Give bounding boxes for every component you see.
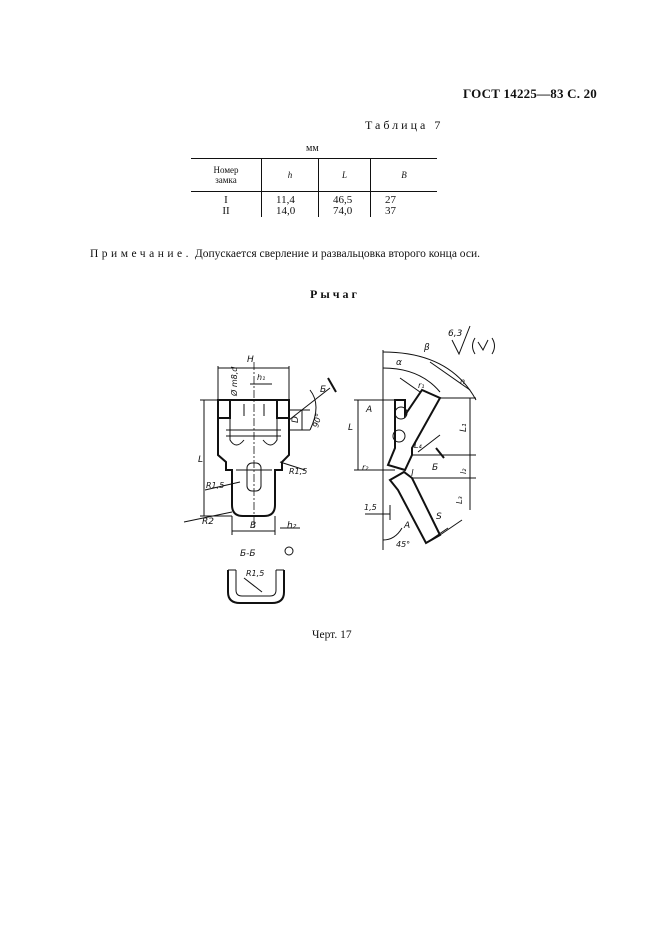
label-R15-right: R1,5 — [289, 467, 307, 476]
cell-L: 74,0 — [318, 206, 371, 217]
figure-caption: Черт. 17 — [312, 629, 352, 641]
cell-h: 11,4 — [261, 191, 319, 206]
label-L3: L₃ — [455, 496, 464, 504]
label-R15-left: R1,5 — [206, 481, 224, 490]
label-h1: h₁ — [257, 373, 265, 382]
label-section-view: Б-Б — [240, 549, 256, 559]
side-view — [354, 325, 495, 550]
label-L-right: L — [348, 423, 353, 433]
table-row: II 14,0 74,0 37 — [191, 206, 437, 217]
label-l: l — [411, 469, 414, 479]
section-title: Рычаг — [310, 287, 360, 301]
header-L: L — [318, 158, 371, 192]
label-angle45: 45° — [396, 540, 410, 549]
cell-B: 37 — [370, 206, 437, 217]
label-alpha: α — [396, 358, 402, 368]
label-dim15: 1,5 — [364, 503, 377, 512]
label-roughness: 6,3 — [448, 329, 463, 339]
label-n: n — [460, 377, 465, 386]
cell-h: 14,0 — [261, 206, 319, 217]
label-l2: l₂ — [459, 468, 468, 474]
label-d: Ø m8,d — [229, 366, 239, 397]
table-caption: Таблица 7 — [365, 118, 444, 132]
cell-B: 27 — [370, 191, 437, 206]
label-R15-section: R1,5 — [246, 569, 264, 578]
cell-num: I — [224, 194, 228, 206]
label-A-top: A — [365, 405, 372, 415]
page-header: ГОСТ 14225—83 С. 20 — [463, 86, 597, 101]
note-label: Примечание. — [90, 248, 192, 260]
label-R2: R2 — [202, 517, 214, 527]
cell-num: II — [222, 205, 230, 217]
label-section-mark: Б — [320, 385, 326, 395]
label-L-left: L — [198, 455, 203, 465]
cell-L: 46,5 — [318, 191, 371, 206]
label-D: D — [291, 416, 301, 423]
label-A-bottom: A — [403, 521, 410, 531]
label-beta: β — [423, 343, 430, 353]
label-L4: L₄ — [414, 441, 422, 450]
label-H: H — [247, 355, 254, 365]
note-text: Допускается сверление и развальцовка вто… — [191, 248, 480, 260]
header-h: h — [261, 158, 319, 192]
label-B: B — [250, 521, 256, 531]
label-angle90: 90° — [311, 412, 323, 428]
header-B: B — [370, 158, 437, 192]
header-lock-number-line2: замка — [215, 175, 237, 185]
note: Примечание. Допускается сверление и разв… — [90, 248, 480, 260]
label-r1: r₁ — [418, 381, 425, 390]
label-S: S — [436, 512, 442, 522]
header-lock-number: Номер замка — [191, 158, 262, 192]
label-h2: h₂ — [287, 521, 297, 531]
label-L1: L₁ — [459, 423, 469, 432]
table-row: I 11,4 46,5 27 — [191, 191, 437, 206]
table-units: мм — [306, 143, 319, 154]
front-view — [183, 362, 337, 535]
header-lock-number-line1: Номер — [213, 165, 239, 175]
label-r2: r₂ — [362, 463, 369, 472]
dimensions-table: Номер замка h L B I 11,4 46,5 27 II 14,0… — [191, 158, 437, 217]
label-b-right: Б — [432, 463, 438, 473]
section-b-view — [227, 546, 294, 604]
